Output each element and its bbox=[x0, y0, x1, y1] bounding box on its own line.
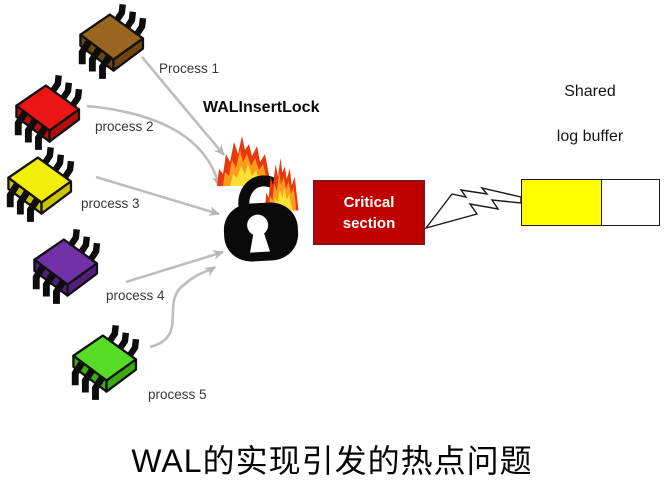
padlock-icon bbox=[223, 202, 299, 262]
chip-back-legs bbox=[113, 4, 147, 37]
chip-right-face bbox=[66, 262, 99, 297]
chip-back-legs bbox=[41, 147, 75, 180]
process-2-label: process 2 bbox=[95, 119, 154, 134]
chip-front-legs bbox=[6, 183, 40, 222]
arrow-process-1 bbox=[140, 56, 225, 156]
arrow-process-2 bbox=[86, 104, 222, 187]
chip-right-face bbox=[40, 180, 73, 215]
chip-icon-process-2 bbox=[14, 75, 83, 150]
log-buffer-empty-cell bbox=[602, 180, 659, 225]
process-1-label: Process 1 bbox=[159, 61, 220, 76]
arrow-process-5 bbox=[149, 265, 216, 349]
chip-back-legs bbox=[49, 75, 83, 108]
wal-insert-lock-label: WALInsertLock bbox=[203, 99, 320, 116]
page-title: WAL的实现引发的热点问题 bbox=[131, 443, 533, 479]
chip-front-legs bbox=[71, 361, 105, 400]
lightning-icon bbox=[424, 186, 522, 230]
chip-icon-process-4 bbox=[32, 229, 101, 304]
arrow-process-4 bbox=[125, 250, 224, 284]
chip-icon-process-5 bbox=[71, 325, 140, 400]
chip-front-legs bbox=[32, 265, 66, 304]
chip-front-legs bbox=[14, 111, 48, 150]
chip-icon-process-3 bbox=[6, 147, 75, 222]
chip-right-face bbox=[48, 108, 81, 143]
critical-section-box: Critical section bbox=[313, 180, 425, 245]
chip-front-legs bbox=[78, 40, 112, 79]
critical-section-line1: Critical bbox=[343, 193, 395, 211]
chip-right-face bbox=[105, 358, 138, 393]
chip-icon-process-1 bbox=[78, 4, 147, 79]
shared-buffer-caption-line1: Shared bbox=[564, 83, 616, 100]
arrow-process-3 bbox=[95, 175, 220, 216]
chip-back-legs bbox=[106, 325, 140, 358]
critical-section-line2: section bbox=[342, 214, 396, 232]
shared-log-buffer bbox=[521, 179, 660, 226]
log-buffer-filled-cell bbox=[522, 180, 602, 225]
chip-right-face bbox=[112, 37, 145, 72]
process-4-label: process 4 bbox=[106, 288, 165, 303]
chip-back-legs bbox=[67, 229, 101, 262]
keyhole-wedge bbox=[250, 229, 271, 253]
arrows bbox=[86, 56, 225, 349]
shared-buffer-caption-line2: log buffer bbox=[556, 128, 624, 145]
process-5-label: process 5 bbox=[148, 387, 207, 402]
process-3-label: process 3 bbox=[81, 196, 140, 211]
